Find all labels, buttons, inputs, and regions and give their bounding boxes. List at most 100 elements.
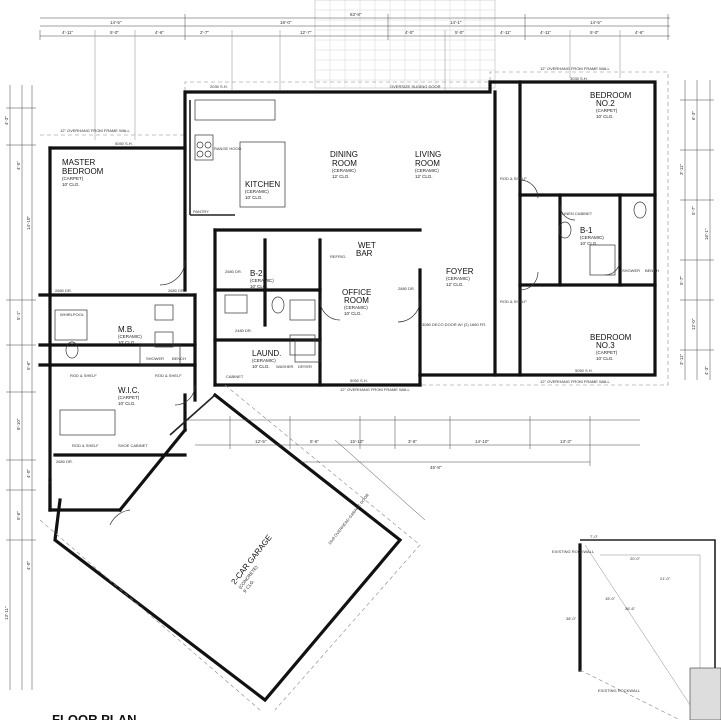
dim-left-4: 5'-1"	[16, 311, 21, 320]
dim-left-3: 14'-10"	[26, 216, 31, 230]
note-rod-shelf-b3: ROD & SHELF	[500, 299, 527, 304]
note-foyer-door: 3080 DECO DOOR W/ (2) 1680 FR.	[422, 322, 486, 327]
tag-8: 2880 DR.	[398, 286, 415, 291]
dim-top-sub-7: 5'-0"	[455, 30, 464, 35]
dim-left-6: 8'-10"	[16, 418, 21, 430]
label-living-2: ROOM	[415, 159, 440, 168]
kitchen-fixtures	[194, 99, 286, 208]
label-bed2-floor: (CARPET)	[596, 108, 618, 113]
dim-top-sub-9: 4'-11"	[540, 30, 552, 35]
label-foyer-clg: 12' CLG.	[446, 282, 464, 287]
dim-bottom-total: 45'-8"	[430, 465, 442, 470]
dim-top-2: 18'-0"	[280, 20, 292, 25]
note-dryer: DRYER	[298, 364, 312, 369]
dim-right-3: 5'-7"	[691, 206, 696, 215]
note-range-hood: RANGE HOOD	[214, 146, 241, 151]
label-kitchen-floor: (CERAMIC)	[245, 189, 269, 194]
label-living-floor: (CERAMIC)	[415, 168, 439, 173]
label-foyer: FOYER	[446, 267, 474, 276]
note-cabinet: CABINET	[226, 374, 244, 379]
label-foyer-floor: (CERAMIC)	[446, 276, 470, 281]
label-wic-clg: 10' CLG.	[118, 401, 136, 406]
dim-left-9: 4'-0"	[26, 561, 31, 570]
site-inset: 7'-0" 20'-0" 21'-0" 15'-0" 36'-6" 38'-0"…	[552, 534, 721, 720]
dim-top-3: 14'-1"	[450, 20, 462, 25]
dim-left-1: 4'-3"	[4, 116, 9, 125]
label-dining-floor: (CERAMIC)	[332, 168, 356, 173]
dim-right-2: 3'-11"	[679, 163, 684, 175]
inset-dim-3: 21'-0"	[660, 576, 671, 581]
label-mb-floor: (CERAMIC)	[118, 334, 142, 339]
tag-5: 2480 DR.	[235, 328, 252, 333]
inset-dim-1: 7'-0"	[590, 534, 599, 539]
dim-top-sub-6: 4'-0"	[405, 30, 414, 35]
note-linen: LINEN CABINET	[562, 211, 593, 216]
note-refrig: REFRIG.	[330, 254, 346, 259]
label-office-floor: (CERAMIC)	[344, 305, 368, 310]
note-rod-shelf-b2: ROD & SHELF	[500, 176, 527, 181]
note-bench-mb: BENCH	[172, 356, 186, 361]
label-master-1: MASTER	[62, 158, 96, 167]
label-wic: W.I.C.	[118, 386, 140, 395]
note-bench-b1: BENCH	[645, 268, 659, 273]
label-living-1: LIVING	[415, 150, 441, 159]
label-kitchen: KITCHEN	[245, 180, 280, 189]
dim-right-4: 16'-1"	[704, 228, 709, 240]
dim-bottom-4: 3'-6"	[408, 439, 417, 444]
dim-right-1: 6'-3"	[691, 111, 696, 120]
label-b2-floor: (CERAMIC)	[250, 278, 274, 283]
dim-bottom-1: 12'-5"	[255, 439, 267, 444]
inset-rockwall-2: EXISTING ROCKWALL	[598, 688, 641, 693]
dim-right-6: 12'-0"	[691, 318, 696, 330]
note-whirlpool: WHIRLPOOL	[60, 312, 85, 317]
deck-hatch	[314, 0, 496, 89]
label-dining-1: DINING	[330, 150, 358, 159]
dim-top-sub-5: 12'-7"	[300, 30, 312, 35]
door-swings	[109, 179, 621, 526]
label-laundry-clg: 10' CLG.	[252, 364, 270, 369]
dim-top-sub-3: 4'-6"	[155, 30, 164, 35]
tag-9: 5050 S.H.	[350, 378, 368, 383]
label-b1-clg: 10' CLG.	[580, 241, 598, 246]
note-shoe-cabinet: SHOE CABINET	[118, 443, 148, 448]
tag-7: 2680 DR.	[168, 288, 185, 293]
label-bed2-1: BEDROOM	[590, 91, 632, 100]
label-master-clg: 10' CLG.	[62, 182, 80, 187]
label-living-clg: 12' CLG.	[415, 174, 433, 179]
label-master-floor: (CARPET)	[62, 176, 84, 181]
dim-top-sub-4: 2'-7"	[200, 30, 209, 35]
label-wetbar-2: BAR	[356, 249, 373, 258]
dim-bottom-6: 13'-3"	[560, 439, 572, 444]
label-b2-clg: 10' CLG.	[250, 284, 268, 289]
garage-walls	[39, 384, 426, 711]
label-bed3-2: NO.3	[596, 341, 615, 350]
label-bed2-2: NO.2	[596, 99, 615, 108]
dim-top-sub-10: 5'-0"	[590, 30, 599, 35]
inset-rockwall-1: EXISTING ROCKWALL	[552, 549, 595, 554]
label-bed2-clg: 10' CLG.	[596, 114, 614, 119]
label-b2: B-2	[250, 269, 263, 278]
label-bed3-clg: 10' CLG.	[596, 356, 614, 361]
label-bed3-floor: (CARPET)	[596, 350, 618, 355]
label-master-2: BEDROOM	[62, 167, 104, 176]
tag-3: 3030 S.H.	[570, 76, 588, 81]
inset-dim-5: 36'-6"	[625, 606, 636, 611]
tag-1: 2030 S.H.	[210, 84, 228, 89]
dim-left-5: 5'-6"	[26, 361, 31, 370]
label-laundry: LAUND.	[252, 349, 281, 358]
drawing-title: FLOOR PLAN	[52, 712, 137, 720]
note-pantry: PANTRY	[193, 209, 209, 214]
dim-right-7: 3'-11"	[679, 353, 684, 365]
dim-top-sub-11: 4'-6"	[635, 30, 644, 35]
dim-left-8: 5'-6"	[16, 511, 21, 520]
overhang-note-1: 12" OVERHANG FROM FRAME WALL	[60, 128, 131, 133]
tag-4: 2680 DR.	[225, 269, 242, 274]
label-dining-clg: 12' CLG.	[332, 174, 350, 179]
dim-left-7: 4'-0"	[26, 469, 31, 478]
label-office-clg: 10' CLG.	[344, 311, 362, 316]
tag-2: 5050 S.H.	[115, 141, 133, 146]
note-rod-shelf-1: ROD & SHELF	[70, 373, 97, 378]
label-b1-floor: (CERAMIC)	[580, 235, 604, 240]
tag-10: 5050 S.H.	[575, 368, 593, 373]
